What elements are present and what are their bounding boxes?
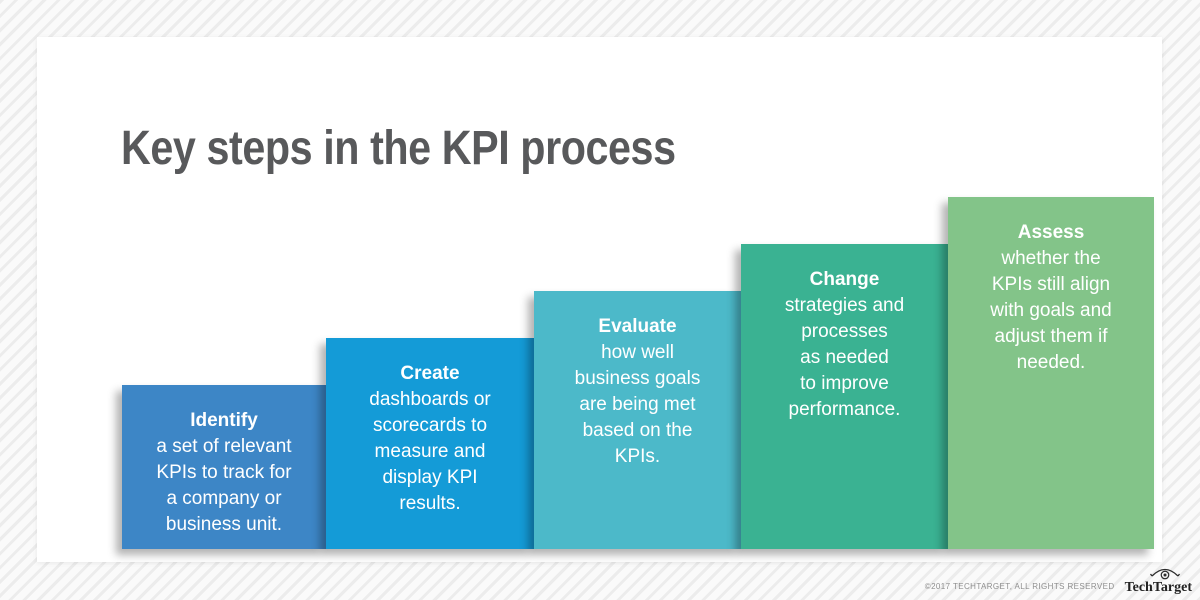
footer: ©2017 TECHTARGET, ALL RIGHTS RESERVED Te…	[925, 566, 1192, 595]
kpi-step-change: Change strategies and processes as neede…	[741, 244, 948, 549]
kpi-step-evaluate: Evaluate how well business goals are bei…	[534, 291, 741, 549]
step-description: strategies and processes as needed to im…	[784, 295, 905, 420]
step-description: dashboards or scorecards to measure and …	[369, 389, 491, 514]
step-description: a set of relevant KPIs to track for a co…	[156, 436, 292, 535]
step-heading: Change	[809, 269, 880, 290]
step-heading: Evaluate	[598, 316, 677, 337]
page-title: Key steps in the KPI process	[121, 122, 676, 175]
step-heading: Assess	[1017, 222, 1085, 243]
step-description: whether the KPIs still align with goals …	[990, 248, 1112, 373]
eye-target-icon	[1150, 568, 1181, 580]
techtarget-logo: TechTarget	[1125, 566, 1192, 595]
kpi-step-assess: Assess whether the KPIs still align with…	[948, 197, 1154, 549]
kpi-step-create: Create dashboards or scorecards to measu…	[326, 338, 534, 549]
step-description: how well business goals are being met ba…	[574, 342, 701, 467]
copyright-text: ©2017 TECHTARGET, ALL RIGHTS RESERVED	[924, 582, 1115, 591]
content-card: Key steps in the KPI process Identify a …	[37, 37, 1162, 562]
step-heading: Create	[400, 363, 460, 384]
kpi-step-identify: Identify a set of relevant KPIs to track…	[122, 385, 326, 549]
techtarget-logo-text: TechTarget	[1124, 580, 1192, 595]
step-heading: Identify	[190, 410, 258, 431]
